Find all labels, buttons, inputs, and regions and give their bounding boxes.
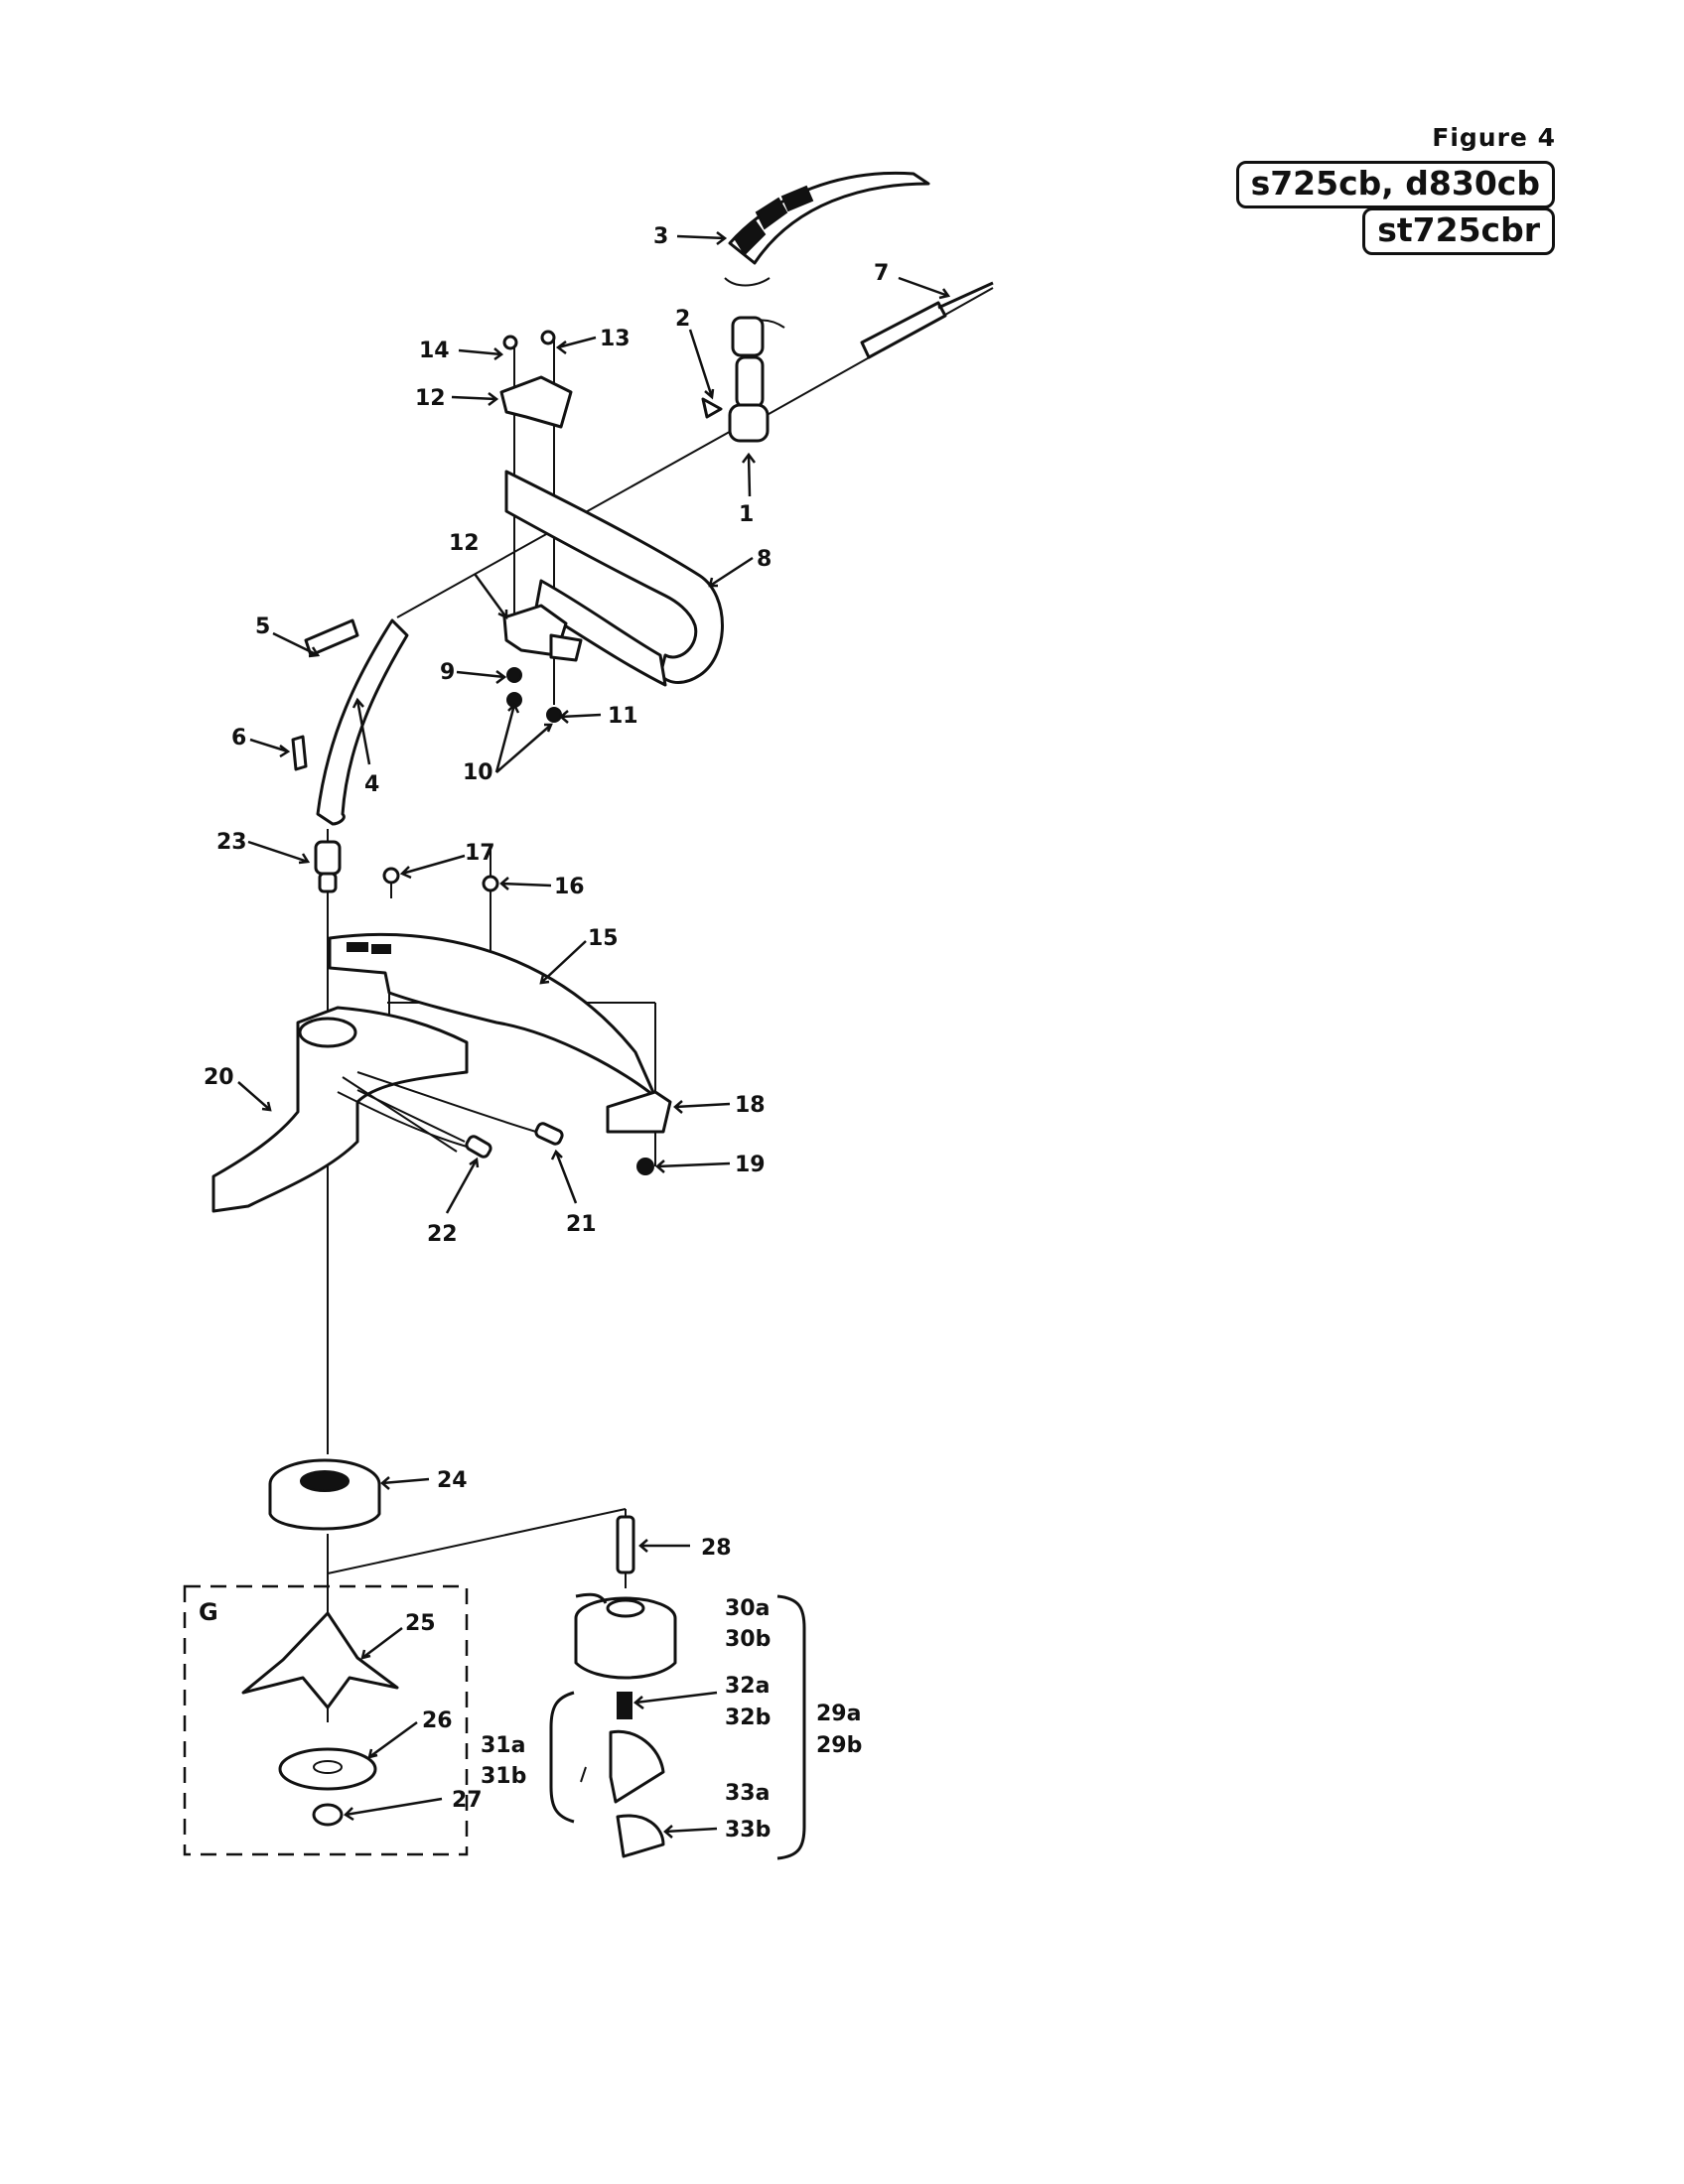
callout-33b: 33b xyxy=(725,1818,771,1843)
callout-5: 5 xyxy=(255,614,270,639)
callout-12-top: 12 xyxy=(415,386,446,411)
group-g-blade-kit xyxy=(183,1584,469,1856)
callout-21: 21 xyxy=(566,1212,597,1237)
callout-33a: 33a xyxy=(725,1781,770,1806)
callout-14: 14 xyxy=(419,339,450,363)
callout-7: 7 xyxy=(874,261,889,286)
part-trimmer-head xyxy=(574,1596,677,1858)
part-handle-loop xyxy=(504,470,724,687)
callout-11: 11 xyxy=(608,704,638,729)
callout-31a: 31a xyxy=(481,1733,525,1758)
group-label-g: G xyxy=(199,1598,218,1626)
callout-18: 18 xyxy=(735,1093,766,1118)
part-harness-strap xyxy=(724,171,930,329)
callout-8: 8 xyxy=(757,547,772,572)
callout-32b: 32b xyxy=(725,1706,771,1730)
callout-30a: 30a xyxy=(725,1596,770,1621)
callout-28: 28 xyxy=(701,1536,732,1561)
callout-29a: 29a xyxy=(816,1702,861,1726)
part-cable-screws xyxy=(337,1071,564,1159)
callout-labels: 3 2 1 7 14 13 12 12 8 5 6 4 9 10 11 23 1… xyxy=(199,224,889,1843)
callout-25: 25 xyxy=(405,1611,436,1636)
part-coupling xyxy=(314,840,342,893)
callout-30b: 30b xyxy=(725,1627,771,1652)
part-swivel-clamp xyxy=(701,316,770,443)
callout-2: 2 xyxy=(675,307,690,332)
part-bolt xyxy=(616,1515,635,1574)
callout-17: 17 xyxy=(465,841,495,866)
callout-32a: 32a xyxy=(725,1674,770,1699)
part-gear-head xyxy=(211,1006,469,1213)
callout-9: 9 xyxy=(440,660,455,685)
callout-24: 24 xyxy=(437,1468,468,1493)
callout-1: 1 xyxy=(739,502,754,527)
callout-31b: 31b xyxy=(481,1764,526,1789)
callout-20: 20 xyxy=(204,1065,234,1090)
callout-23: 23 xyxy=(216,830,247,855)
part-guard-bracket xyxy=(606,1090,672,1175)
callout-10: 10 xyxy=(463,760,493,785)
part-guard-screws xyxy=(382,867,499,913)
leader-arrows xyxy=(237,231,951,1839)
model-badge-primary: s725cb, d830cb xyxy=(1235,161,1555,208)
callout-12-lower: 12 xyxy=(449,531,480,556)
callout-26: 26 xyxy=(422,1708,453,1733)
callout-6: 6 xyxy=(231,726,246,751)
part-spacer-ring xyxy=(268,1458,381,1531)
callout-13: 13 xyxy=(600,327,631,351)
bracket-marks xyxy=(549,1592,806,1860)
callout-4: 4 xyxy=(364,772,379,797)
callout-15: 15 xyxy=(588,926,619,951)
model-badge-secondary: st725cbr xyxy=(1362,207,1555,255)
part-throttle-cable xyxy=(860,281,994,359)
callout-3: 3 xyxy=(653,224,668,249)
figure-label: Figure 4 xyxy=(1432,123,1556,152)
callout-29b: 29b xyxy=(816,1733,862,1758)
callout-27: 27 xyxy=(452,1788,483,1813)
part-handle-clamp xyxy=(499,330,583,723)
callout-22: 22 xyxy=(427,1222,458,1247)
callout-19: 19 xyxy=(735,1153,766,1177)
callout-16: 16 xyxy=(554,875,585,899)
